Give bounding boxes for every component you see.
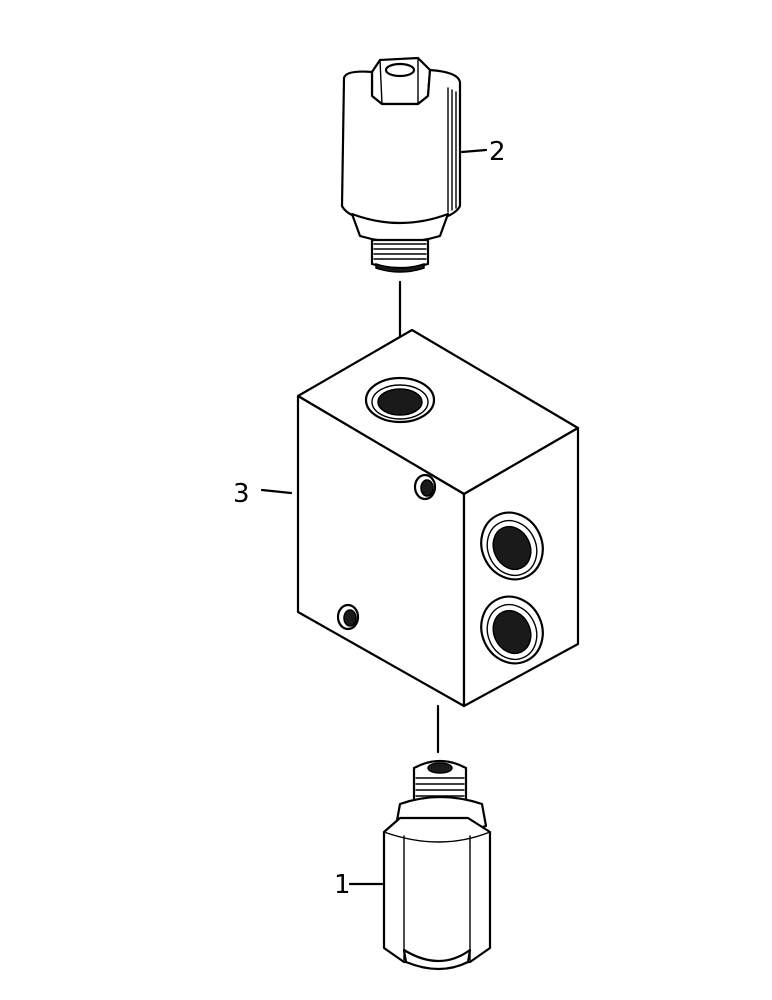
- callout-label-1: 1: [334, 870, 351, 900]
- callout-1: 1: [334, 870, 384, 900]
- callout-3: 3: [233, 479, 293, 509]
- part-2-cartridge: [340, 56, 462, 273]
- part-3-valve-block: [296, 328, 580, 708]
- callout-2: 2: [460, 137, 506, 167]
- part-1-fitting: [382, 759, 492, 971]
- callout-label-2: 2: [489, 137, 506, 167]
- leader-line-3: [260, 488, 293, 495]
- callout-label-3: 3: [233, 479, 250, 509]
- leader-line-2: [460, 148, 488, 154]
